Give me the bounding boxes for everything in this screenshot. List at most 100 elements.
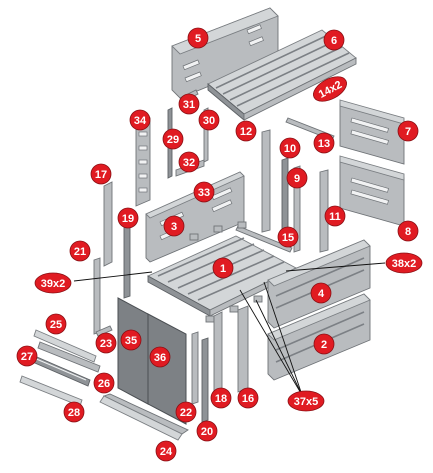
part-17-post xyxy=(103,181,113,267)
part-8-right-lower-panel xyxy=(339,155,405,227)
badge-shape xyxy=(198,109,220,131)
callout-10: 10 xyxy=(279,137,301,159)
badge-shape xyxy=(286,167,308,189)
part-25-rail xyxy=(33,329,97,363)
badge-label: 27 xyxy=(21,351,33,363)
badge-label: 32 xyxy=(183,157,195,169)
callout-6: 6 xyxy=(323,29,345,51)
badge-shape xyxy=(163,215,185,237)
callout-19: 19 xyxy=(117,207,139,229)
badge-shape xyxy=(313,76,347,102)
badge-label: 31 xyxy=(183,99,195,111)
callout-18: 18 xyxy=(210,387,232,409)
part-20-post xyxy=(201,337,209,423)
callout-25: 25 xyxy=(45,313,67,335)
badge-label: 21 xyxy=(74,246,86,258)
badge-shape xyxy=(210,387,232,409)
badge-label: 25 xyxy=(50,319,62,331)
badge-label: 3 xyxy=(171,221,177,233)
callout-24: 24 xyxy=(155,440,177,462)
badge-label: 39x2 xyxy=(41,278,65,290)
callout-36: 36 xyxy=(149,346,171,368)
part-6-roof-panel xyxy=(207,29,357,121)
badge-shape xyxy=(237,387,259,409)
badge-label: 23 xyxy=(100,338,112,350)
badge-label: 22 xyxy=(180,407,192,419)
callout-1: 1 xyxy=(212,257,234,279)
badge-shape xyxy=(117,207,139,229)
badge-shape xyxy=(323,29,345,51)
badge-shape xyxy=(279,137,301,159)
badge-shape xyxy=(95,332,117,354)
part-26-rail xyxy=(37,341,101,373)
callout-3: 3 xyxy=(163,215,185,237)
badge-label: 15 xyxy=(282,232,294,244)
part-23-bracket xyxy=(95,325,113,337)
badge-shape xyxy=(149,346,171,368)
part-15-rail xyxy=(235,225,293,253)
badge-shape xyxy=(178,151,200,173)
badge-label: 20 xyxy=(201,426,213,438)
callout-7: 7 xyxy=(397,120,419,142)
badge-label: 37x5 xyxy=(294,396,318,408)
callout-13: 13 xyxy=(313,132,335,154)
badge-shape xyxy=(235,120,257,142)
callout-33: 33 xyxy=(193,181,215,203)
badge-shape xyxy=(162,128,184,150)
badge-shape xyxy=(212,257,234,279)
part-12-post xyxy=(261,129,271,233)
badge-shape xyxy=(287,390,325,412)
badge-label: 34 xyxy=(134,115,147,127)
callout-17: 17 xyxy=(90,163,112,185)
badge-shape xyxy=(16,345,38,367)
callout-34: 34 xyxy=(129,109,151,131)
callout-20: 20 xyxy=(196,420,218,442)
badge-shape xyxy=(178,93,200,115)
badge-label: 29 xyxy=(167,134,179,146)
badge-label: 8 xyxy=(405,226,411,238)
callout-8: 8 xyxy=(397,220,419,242)
badge-shape xyxy=(397,220,419,242)
callout-4: 4 xyxy=(310,282,332,304)
part-21-post xyxy=(93,257,101,335)
badge-label: 6 xyxy=(331,35,337,47)
part-35-door-left xyxy=(117,297,149,405)
badge-label: 26 xyxy=(98,378,110,390)
callout-16: 16 xyxy=(237,387,259,409)
badge-shape xyxy=(324,205,346,227)
callout-28: 28 xyxy=(63,401,85,423)
badge-shape xyxy=(277,226,299,248)
badge-label: 5 xyxy=(195,33,201,45)
callout-27: 27 xyxy=(16,345,38,367)
leader-lines xyxy=(73,262,386,396)
badge-label: 4 xyxy=(318,288,325,300)
badge-shape xyxy=(45,313,67,335)
callout-31: 31 xyxy=(178,93,200,115)
badge-label: 16 xyxy=(242,393,254,405)
badge-shape xyxy=(63,401,85,423)
part-28-rail xyxy=(19,375,83,407)
callout-2: 2 xyxy=(313,333,335,355)
part-36-door-right xyxy=(147,313,187,425)
callout-38x2: 38x2 xyxy=(385,252,423,274)
badge-shape xyxy=(193,181,215,203)
badge-label: 10 xyxy=(284,143,296,155)
part-34-slotted-post xyxy=(135,117,151,207)
badge-shape xyxy=(313,132,335,154)
badge-label: 28 xyxy=(68,407,80,419)
badge-label: 38x2 xyxy=(392,258,416,270)
callout-37x5: 37x5 xyxy=(287,390,325,412)
callout-35: 35 xyxy=(120,329,142,351)
badge-label: 7 xyxy=(405,126,411,138)
callout-14x2: 14x2 xyxy=(313,76,347,102)
part-7-right-upper-panel xyxy=(339,99,405,165)
badge-label: 11 xyxy=(329,211,341,223)
badge-label: 30 xyxy=(203,115,215,127)
badge-label: 17 xyxy=(95,169,107,181)
badge-label: 18 xyxy=(215,393,227,405)
badge-label: 36 xyxy=(154,352,166,364)
badge-shape xyxy=(93,372,115,394)
badge-shape xyxy=(120,329,142,351)
badge-shape xyxy=(129,109,151,131)
